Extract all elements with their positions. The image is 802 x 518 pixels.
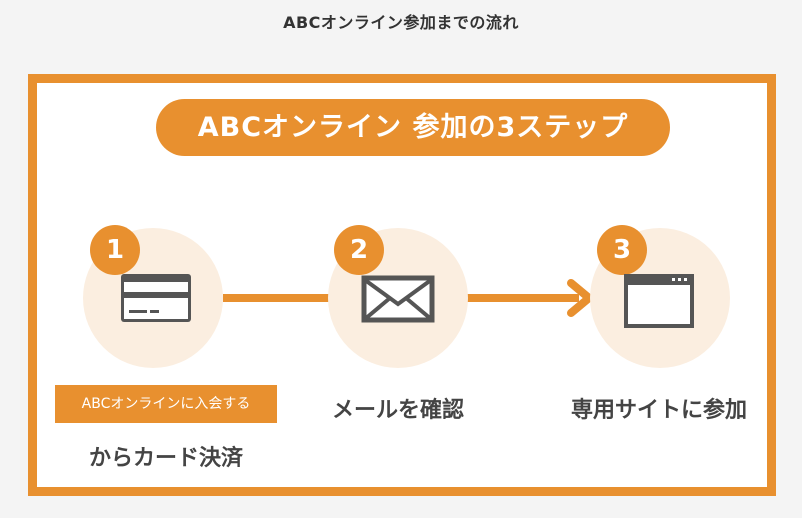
step-3-label: 専用サイトに参加 xyxy=(570,398,747,423)
credit-card-icon xyxy=(121,274,191,322)
envelope-icon xyxy=(361,275,435,323)
banner-title: ABCオンライン 参加の3ステップ xyxy=(156,99,670,156)
arrow-head-icon xyxy=(567,279,593,317)
connector-line-2-3 xyxy=(463,294,579,302)
steps-banner-inner: ABCオンライン 参加の3ステップ 1 ABCオンラインに入会する からカード決… xyxy=(37,83,767,487)
step-2-number-badge: 2 xyxy=(334,225,384,275)
browser-window-icon xyxy=(624,274,694,328)
steps-banner: ABCオンライン 参加の3ステップ 1 ABCオンラインに入会する からカード決… xyxy=(28,74,776,496)
step-3-number-badge: 3 xyxy=(597,225,647,275)
page-heading: ABCオンライン参加までの流れ xyxy=(283,13,519,32)
join-tag: ABCオンラインに入会する xyxy=(55,385,277,423)
step-1-number-badge: 1 xyxy=(90,225,140,275)
connector-line-1-2 xyxy=(223,294,338,302)
step-2-label: メールを確認 xyxy=(331,398,464,423)
step-1-label: からカード決済 xyxy=(88,446,243,471)
